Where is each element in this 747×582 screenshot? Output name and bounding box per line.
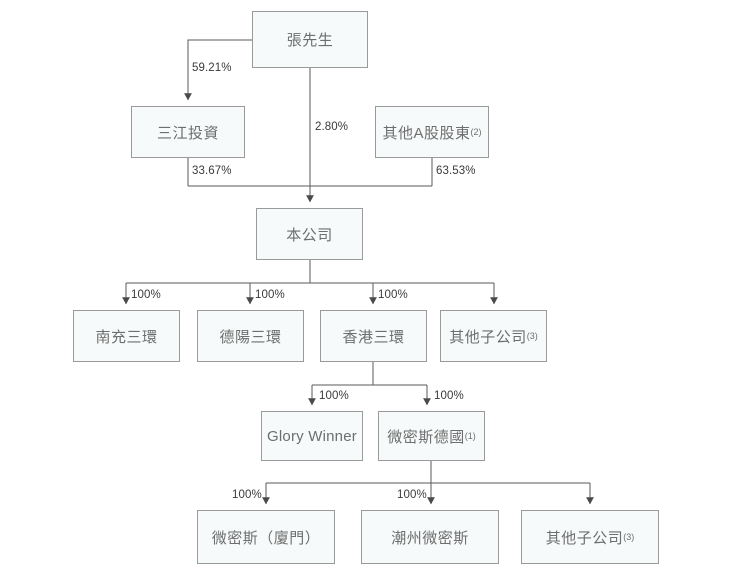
node-footnote-marker: (1) (464, 431, 476, 441)
node-label: 三江投資 (156, 124, 219, 142)
node-label: 其他子公司 (449, 328, 527, 346)
node-other-sub-1: 其他子公司(3) (440, 310, 547, 362)
edge-label-company-to-hongkong: 100% (378, 289, 408, 301)
edge-label-company-to-nanchong: 100% (131, 289, 161, 301)
node-label: 張先生 (286, 32, 334, 49)
node-label: 其他A股股東 (382, 124, 471, 142)
edge-label-other-a-to-company: 63.53% (436, 165, 476, 177)
node-label: 微密斯德國 (387, 428, 465, 446)
node-chaozhou: 潮州微密斯 (361, 510, 499, 564)
node-company: 本公司 (256, 208, 363, 260)
node-label: 潮州微密斯 (391, 529, 469, 547)
node-label: 德陽三環 (219, 328, 282, 346)
edge-label-hongkong-to-weimisi-de: 100% (434, 390, 464, 402)
node-weimisi-xm: 微密斯（廈門） (197, 510, 335, 564)
node-hongkong: 香港三環 (320, 310, 427, 362)
edge-label-zhang-to-company: 2.80% (315, 121, 349, 133)
edge-label-hongkong-to-glory: 100% (319, 390, 349, 402)
edge-label-zhang-to-sanjiang: 59.21% (192, 62, 232, 74)
node-glory-winner: Glory Winner (261, 411, 363, 461)
node-other-a: 其他A股股東(2) (375, 106, 489, 158)
node-label: 微密斯（廈門） (211, 529, 321, 547)
edge-label-sanjiang-to-company: 33.67% (192, 165, 232, 177)
node-label: 其他子公司 (545, 529, 624, 547)
edge-label-company-to-deyang: 100% (255, 289, 285, 301)
node-sanjiang: 三江投資 (131, 106, 245, 158)
node-footnote-marker: (3) (526, 331, 538, 341)
edge-label-de-to-xiamen: 100% (232, 489, 262, 501)
edge-label-de-to-chaozhou: 100% (397, 489, 427, 501)
node-label: 本公司 (286, 226, 333, 244)
node-nanchong: 南充三環 (73, 310, 180, 362)
node-footnote-marker: (3) (623, 532, 635, 542)
node-label: 南充三環 (95, 328, 158, 346)
node-weimisi-de: 微密斯德國(1) (378, 411, 485, 461)
node-deyang: 德陽三環 (197, 310, 304, 362)
node-other-sub-2: 其他子公司(3) (521, 510, 659, 564)
node-footnote-marker: (2) (470, 127, 482, 137)
node-label: 香港三環 (342, 328, 405, 346)
edge-zhang-sanjiang (184, 39, 252, 101)
node-label: Glory Winner (267, 427, 357, 445)
node-zhang: 張先生 (252, 11, 368, 68)
